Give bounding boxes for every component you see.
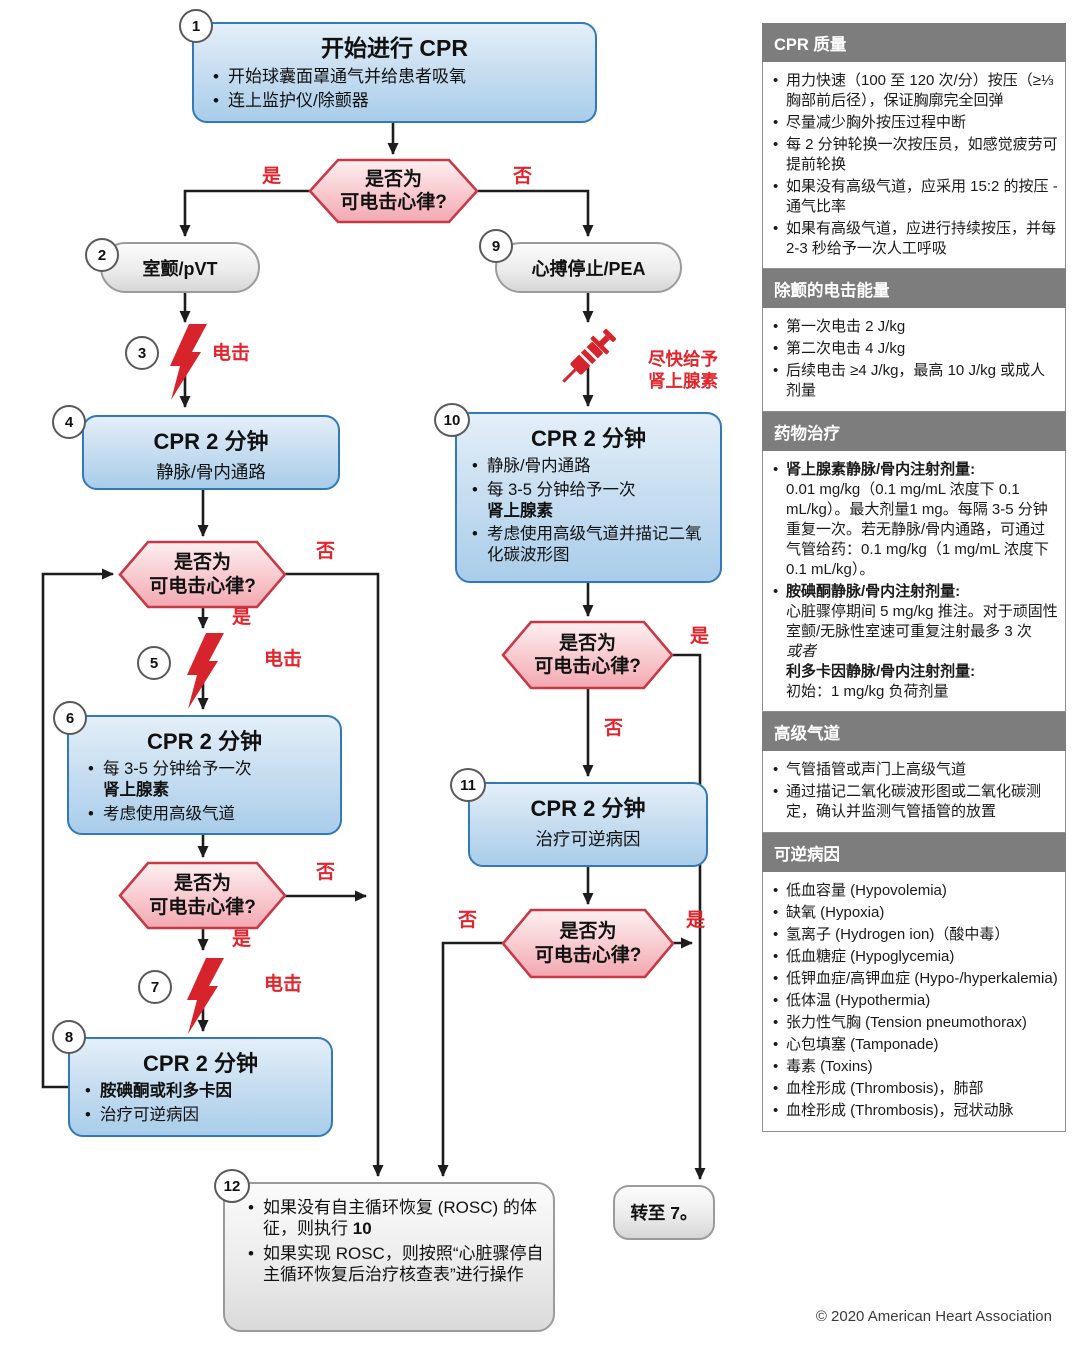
section-reversible-causes: 可逆病因 低血容量 (Hypovolemia) 缺氧 (Hypoxia) 氢离子… (762, 833, 1066, 1132)
section-cpr-quality: CPR 质量 用力快速（100 至 120 次/分）按压（≥⅓ 胸部前后径），保… (762, 23, 1066, 270)
yes-label: 是 (686, 910, 706, 931)
step-number-9: 9 (479, 229, 513, 263)
step-number-7: 7 (138, 970, 172, 1004)
section-title: 药物治疗 (762, 412, 1066, 452)
no-label: 否 (458, 910, 478, 931)
step4-cpr-box: CPR 2 分钟 静脉/骨内通路 (82, 415, 340, 490)
step-number-4: 4 (52, 405, 86, 439)
section-title: 除颤的电击能量 (762, 269, 1066, 309)
step-number-3: 3 (125, 336, 159, 370)
step-number-6: 6 (53, 701, 87, 735)
step1-start-cpr-box: 开始进行 CPR 开始球囊面罩通气并给患者吸氧 连上监护仪/除颤器 (192, 22, 597, 123)
yes-label: 是 (232, 929, 252, 950)
shock-label: 电击 (212, 343, 251, 364)
no-label: 否 (604, 718, 624, 739)
yes-label: 是 (262, 166, 282, 187)
decision-shockable-rhythm-4: 是否为 可电击心律? (534, 632, 641, 677)
step12-rosc-box: 如果没有自主循环恢复 (ROSC) 的体征，则执行 10 如果实现 ROSC，则… (223, 1182, 555, 1332)
section-title: 可逆病因 (762, 833, 1066, 873)
shock-label: 电击 (264, 649, 303, 670)
step6-cpr-box: CPR 2 分钟 每 3-5 分钟给予一次 肾上腺素 考虑使用高级气道 (67, 715, 342, 835)
goto-step7-box: 转至 7。 (613, 1185, 715, 1240)
no-label: 否 (316, 862, 336, 883)
section-shock-energy: 除颤的电击能量 第一次电击 2 J/kg 第二次电击 4 J/kg 后续电击 ≥… (762, 269, 1066, 413)
section-advanced-airway: 高级气道 气管插管或声门上高级气道 通过描记二氧化碳波形图或二氧化碳测定，确认并… (762, 712, 1066, 834)
section-title: 高级气道 (762, 712, 1066, 752)
step1-bullet: 连上监护仪/除颤器 (213, 90, 589, 112)
decision-shockable-rhythm-3: 是否为 可电击心律? (149, 873, 256, 918)
no-label: 否 (513, 166, 533, 187)
epinephrine-syringe-icon (562, 328, 617, 383)
step-number-10: 10 (434, 403, 470, 437)
section-drug-therapy: 药物治疗 肾上腺素静脉/骨内注射剂量: 0.01 mg/kg（0.1 mg/mL… (762, 412, 1066, 713)
step-number-1: 1 (179, 9, 213, 43)
step8-cpr-box: CPR 2 分钟 胺碘酮或利多卡因 治疗可逆病因 (68, 1037, 333, 1137)
give-epinephrine-label: 尽快给予 肾上腺素 (648, 349, 718, 391)
section-title: CPR 质量 (762, 23, 1066, 62)
decision-shockable-rhythm-1: 是否为 可电击心律? (340, 168, 447, 213)
no-label: 否 (316, 541, 336, 562)
shock-lightning-icon (170, 324, 224, 1034)
decision-shockable-rhythm-5: 是否为 可电击心律? (534, 921, 642, 966)
decision-hexagons (118, 158, 675, 979)
yes-label: 是 (690, 626, 710, 647)
decision-shockable-rhythm-2: 是否为 可电击心律? (149, 552, 256, 597)
reference-sidebar: CPR 质量 用力快速（100 至 120 次/分）按压（≥⅓ 胸部前后径），保… (762, 23, 1066, 1132)
step-number-12: 12 (214, 1169, 250, 1203)
step2-vf-pvt-box: 室颤/pVT (100, 242, 260, 293)
shock-label: 电击 (264, 974, 303, 995)
step-number-5: 5 (137, 646, 171, 680)
yes-label: 是 (232, 607, 252, 628)
copyright-notice: © 2020 American Heart Association (815, 1308, 1052, 1325)
step9-asystole-pea-box: 心搏停止/PEA (495, 242, 682, 293)
step1-bullet: 开始球囊面罩通气并给患者吸氧 (213, 66, 589, 88)
step11-cpr-box: CPR 2 分钟 治疗可逆病因 (468, 782, 708, 867)
step-number-11: 11 (450, 768, 486, 802)
step-number-2: 2 (85, 238, 119, 272)
step10-cpr-box: CPR 2 分钟 静脉/骨内通路 每 3-5 分钟给予一次 肾上腺素 考虑使用高… (455, 412, 722, 583)
step-number-8: 8 (52, 1020, 86, 1054)
step1-title: 开始进行 CPR (321, 35, 468, 61)
